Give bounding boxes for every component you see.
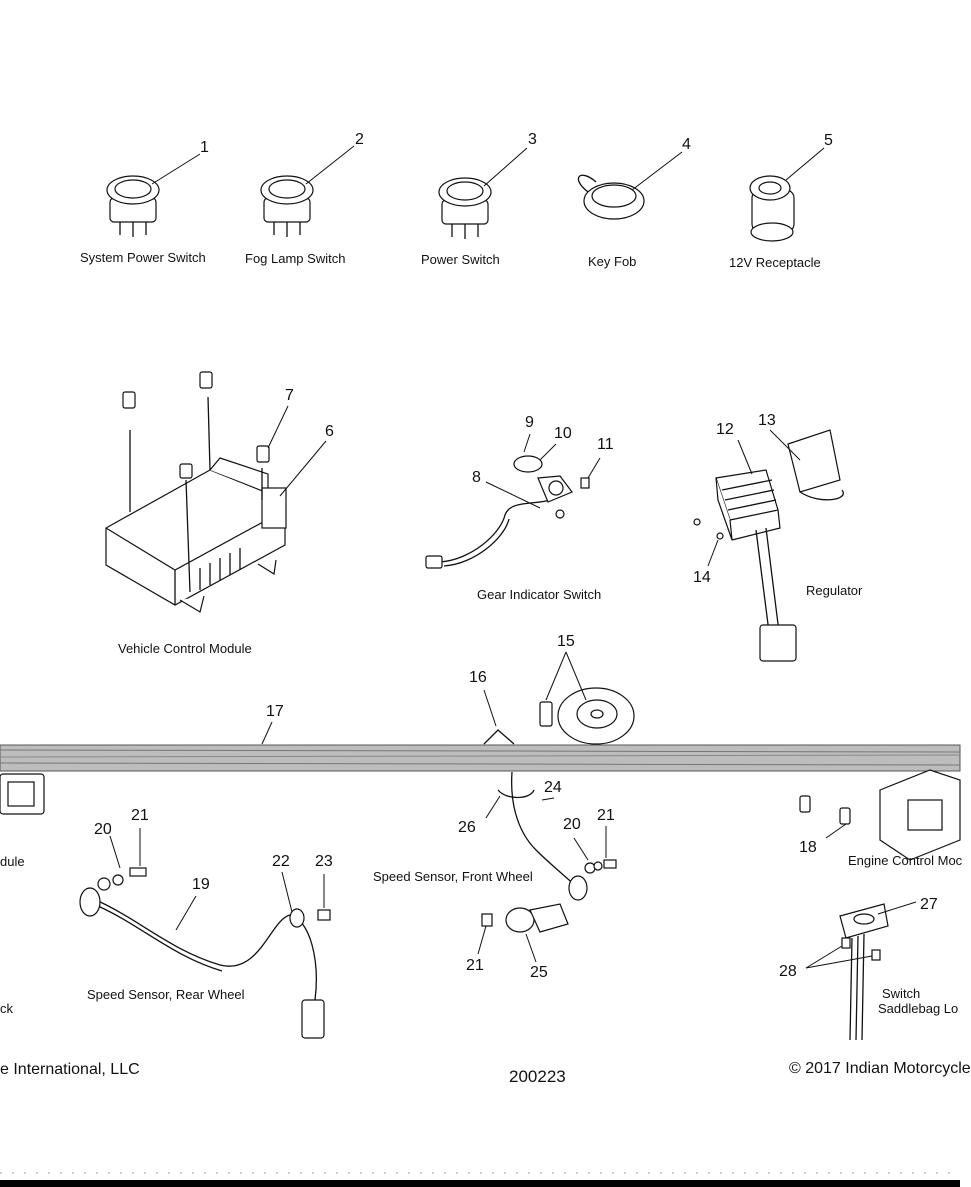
label-switch: Switch	[882, 986, 921, 1001]
callout-10: 10	[554, 425, 572, 442]
receptacle-12v-part	[749, 147, 825, 242]
callout-25: 25	[530, 964, 548, 981]
key-fob-part	[577, 151, 683, 220]
callout-15: 15	[557, 633, 575, 650]
label-system-power-switch: System Power Switch	[80, 250, 206, 265]
label-power-switch: Power Switch	[421, 252, 500, 267]
horn-part	[483, 651, 635, 745]
callout-23: 23	[315, 853, 333, 870]
callout-12: 12	[716, 421, 734, 438]
label-fog-lamp-switch: Fog Lamp Switch	[245, 251, 346, 266]
label-gear-indicator-switch: Gear Indicator Switch	[477, 587, 602, 602]
label-module-left: dule	[0, 854, 25, 869]
callout-14: 14	[693, 569, 711, 586]
vehicle-control-module-part	[105, 371, 327, 613]
callout-5: 5	[824, 132, 833, 149]
saddlebag-switch-part	[805, 901, 917, 1041]
callout-26: 26	[458, 819, 476, 836]
power-switch-part	[438, 147, 528, 239]
callout-21-lower: 21	[466, 957, 484, 974]
footer-company: e International, LLC	[0, 1061, 140, 1078]
label-speed-sensor-front: Speed Sensor, Front Wheel	[373, 869, 533, 884]
callout-27: 27	[920, 896, 938, 913]
label-left-ck: ck	[0, 1001, 13, 1016]
callout-17: 17	[266, 703, 284, 720]
label-12v-receptacle: 12V Receptacle	[729, 255, 821, 270]
callout-18: 18	[799, 839, 817, 856]
label-regulator: Regulator	[806, 583, 863, 598]
label-key-fob: Key Fob	[588, 254, 637, 269]
gear-indicator-switch-part	[425, 433, 601, 569]
left-module-part	[0, 773, 45, 815]
engine-control-module-part	[799, 769, 961, 861]
callout-20-front: 20	[563, 816, 581, 833]
front-speed-sensor-part	[477, 771, 617, 963]
callout-7: 7	[285, 387, 294, 404]
callout-4: 4	[682, 136, 691, 153]
callout-20-rear: 20	[94, 821, 112, 838]
callout-16: 16	[469, 669, 487, 686]
label-speed-sensor-rear: Speed Sensor, Rear Wheel	[87, 987, 245, 1002]
callout-9: 9	[525, 414, 534, 431]
callout-8: 8	[472, 469, 481, 486]
callout-28: 28	[779, 963, 797, 980]
label-saddlebag-lock: Saddlebag Lo	[878, 1001, 959, 1016]
callout-6: 6	[325, 423, 334, 440]
rear-speed-sensor-part	[79, 828, 331, 1039]
fog-lamp-switch-part	[260, 145, 355, 237]
callout-13: 13	[758, 412, 776, 429]
callout-19: 19	[192, 876, 210, 893]
main-harness-part	[0, 721, 961, 772]
callout-22: 22	[272, 853, 290, 870]
callout-21-front: 21	[597, 807, 615, 824]
callout-24: 24	[544, 779, 562, 796]
callout-3: 3	[528, 131, 537, 148]
footer-copyright: © 2017 Indian Motorcycle	[789, 1060, 971, 1077]
label-vehicle-control-module: Vehicle Control Module	[118, 641, 252, 656]
callout-21-rear: 21	[131, 807, 149, 824]
bottom-edge	[0, 1172, 960, 1187]
label-engine-control-module: Engine Control Moc	[848, 853, 963, 868]
regulator-part	[693, 429, 844, 662]
system-power-switch-part	[106, 153, 201, 237]
callout-11: 11	[597, 436, 614, 453]
diagram-code: 200223	[509, 1067, 566, 1086]
callout-2: 2	[355, 131, 364, 148]
callout-1: 1	[200, 139, 209, 156]
